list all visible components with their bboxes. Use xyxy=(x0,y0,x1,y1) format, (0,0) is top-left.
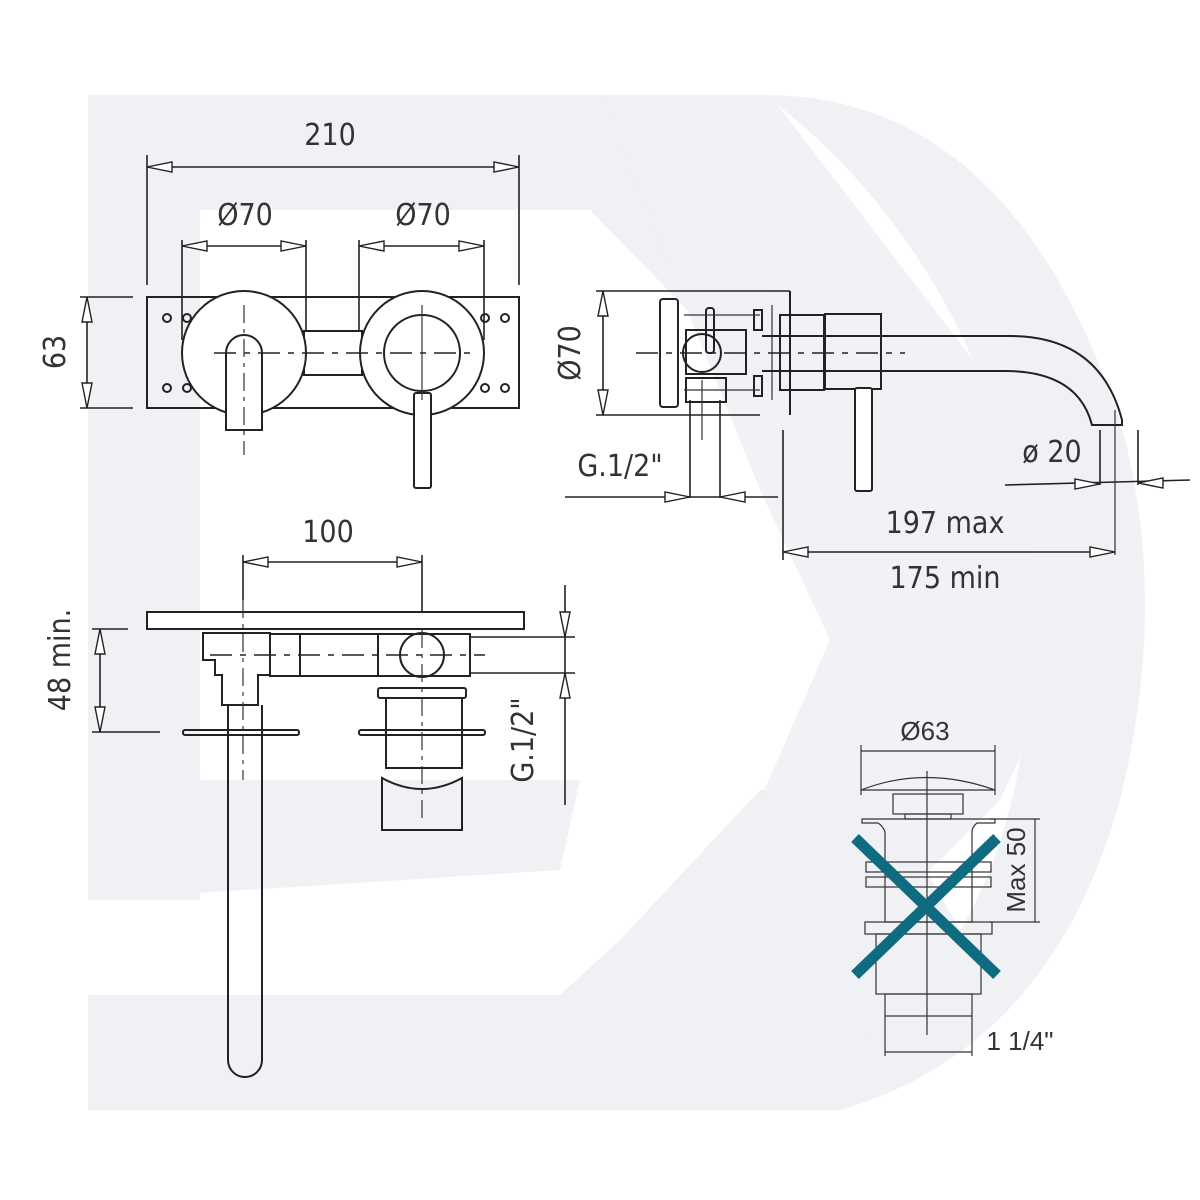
dim-thread-size: 1 1/4" xyxy=(986,1026,1053,1056)
watermark-logo xyxy=(88,95,1145,1110)
dim-connection-top: G.1/2" xyxy=(506,697,541,782)
dim-right-rosette: Ø70 xyxy=(395,198,451,233)
dim-cap-diameter: Ø63 xyxy=(900,716,949,746)
dim-body-diameter: Ø70 xyxy=(553,325,588,381)
front-view: 210 Ø70 Ø70 63 xyxy=(38,118,520,489)
dim-centre-distance: 100 xyxy=(302,515,354,550)
dim-plate-height: 63 xyxy=(38,335,73,369)
side-view: Ø70 G.1/2" xyxy=(553,290,1191,596)
dim-spout-outlet: ø 20 xyxy=(1022,435,1081,470)
dim-projection-min: 175 min xyxy=(890,561,1001,596)
dim-overall-width: 210 xyxy=(304,118,356,153)
dim-left-rosette: Ø70 xyxy=(217,198,273,233)
dim-max-thickness: Max 50 xyxy=(1001,827,1031,912)
dim-projection-max: 197 max xyxy=(886,506,1005,541)
dim-min-depth: 48 min. xyxy=(43,609,78,711)
dim-connection-side: G.1/2" xyxy=(577,449,662,484)
top-view: 100 48 min. G.1/2" xyxy=(43,515,575,1078)
waste-detail: Ø63 Max 50 1 1/4" xyxy=(851,716,1054,1056)
